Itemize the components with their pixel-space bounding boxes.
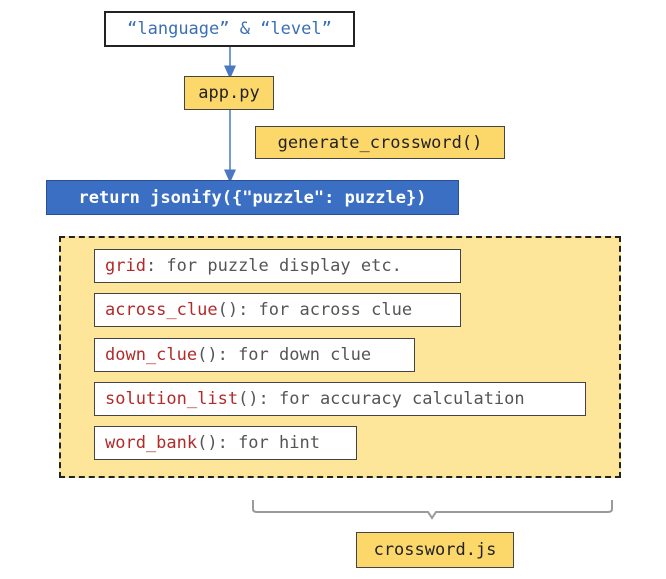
crossword-js-box: crossword.js bbox=[356, 532, 514, 568]
bracket-brace bbox=[252, 500, 613, 520]
field-description: (): for hint bbox=[197, 433, 320, 453]
puzzle-field-grid: grid: for puzzle display etc. bbox=[94, 249, 461, 283]
field-name: across_clue bbox=[105, 300, 218, 320]
puzzle-field-solution-list: solution_list(): for accuracy calculatio… bbox=[94, 382, 586, 416]
input-parameters-box: “language” & “level” bbox=[104, 11, 355, 47]
return-jsonify-label: return jsonify({"puzzle": puzzle}) bbox=[78, 187, 427, 208]
field-name: grid bbox=[105, 256, 146, 276]
crossword-js-label: crossword.js bbox=[373, 540, 497, 560]
field-name: down_clue bbox=[105, 345, 198, 365]
return-jsonify-box: return jsonify({"puzzle": puzzle}) bbox=[46, 180, 459, 215]
puzzle-field-down-clue: down_clue(): for down clue bbox=[94, 338, 415, 372]
field-description: (): for accuracy calculation bbox=[238, 389, 525, 409]
puzzle-object-group: grid: for puzzle display etc. across_clu… bbox=[59, 236, 621, 478]
app-py-label: app.py bbox=[198, 83, 260, 103]
field-description: (): for down clue bbox=[197, 345, 372, 365]
puzzle-field-word-bank: word_bank(): for hint bbox=[94, 426, 357, 460]
input-parameters-label: “language” & “level” bbox=[127, 19, 332, 39]
field-name: word_bank bbox=[105, 433, 198, 453]
app-py-box: app.py bbox=[184, 76, 274, 110]
field-name: solution_list bbox=[105, 389, 239, 409]
generate-crossword-box: generate_crossword() bbox=[255, 126, 505, 159]
field-description: : for puzzle display etc. bbox=[145, 256, 402, 276]
puzzle-field-across-clue: across_clue(): for across clue bbox=[94, 293, 461, 327]
field-description: (): for across clue bbox=[217, 300, 413, 320]
generate-crossword-label: generate_crossword() bbox=[277, 132, 483, 153]
